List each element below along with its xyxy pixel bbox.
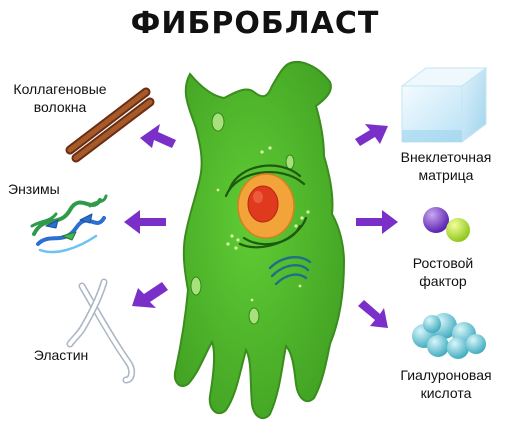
arrow-to-enzymes xyxy=(124,210,166,234)
vacuole xyxy=(285,154,295,170)
vacuole xyxy=(190,276,202,296)
label-elastin: Эластин xyxy=(26,346,96,364)
nucleolus-highlight xyxy=(253,191,263,203)
arrow-to-elastin xyxy=(132,282,168,308)
label-matrix-line-1: Внеклеточная xyxy=(400,149,492,165)
golgi-apparatus xyxy=(268,256,312,286)
arrow-to-growth-factor xyxy=(356,210,398,234)
label-collagen-line-1: Коллагеновые xyxy=(13,81,107,97)
hyaluronic-acid-cluster-icon xyxy=(412,313,486,359)
label-elastin-text: Эластин xyxy=(33,347,89,363)
label-growth-line-2: фактор xyxy=(419,273,467,289)
arrow-to-hyaluronic xyxy=(358,300,388,328)
enzyme-protein-icon xyxy=(30,194,108,254)
label-enzymes-text: Энзимы xyxy=(8,181,60,197)
ribosome-dots xyxy=(216,146,310,302)
vacuole xyxy=(211,112,225,132)
vacuole xyxy=(248,307,260,325)
arrow-to-matrix xyxy=(355,124,388,146)
label-hyaluronic-line-1: Гиалуроновая xyxy=(400,367,492,383)
endoplasmic-reticulum xyxy=(224,164,308,249)
label-collagen-fibers: Коллагеновые волокна xyxy=(8,80,112,116)
diagram-title: ФИБРОБЛАСТ xyxy=(130,6,380,41)
fibroblast-cell xyxy=(174,61,346,420)
elastin-fibers-icon xyxy=(66,278,136,384)
label-enzymes: Энзимы xyxy=(8,180,78,198)
arrows xyxy=(124,124,398,328)
nucleolus xyxy=(247,185,279,223)
cell-body xyxy=(174,61,346,420)
growth-factor-spheres-icon xyxy=(423,207,470,242)
label-collagen-line-2: волокна xyxy=(33,99,87,115)
arrow-to-collagen xyxy=(140,124,176,148)
collagen-fibers-icon xyxy=(65,87,155,163)
label-matrix-line-2: матрица xyxy=(418,167,474,183)
label-hyaluronic-acid: Гиалуроновая кислота xyxy=(388,366,504,402)
extracellular-matrix-cube-icon xyxy=(400,67,488,143)
label-growth-factor: Ростовой фактор xyxy=(398,254,488,290)
label-hyaluronic-line-2: кислота xyxy=(420,385,472,401)
label-growth-line-1: Ростовой xyxy=(412,255,474,271)
label-extracellular-matrix: Внеклеточная матрица xyxy=(388,148,504,184)
